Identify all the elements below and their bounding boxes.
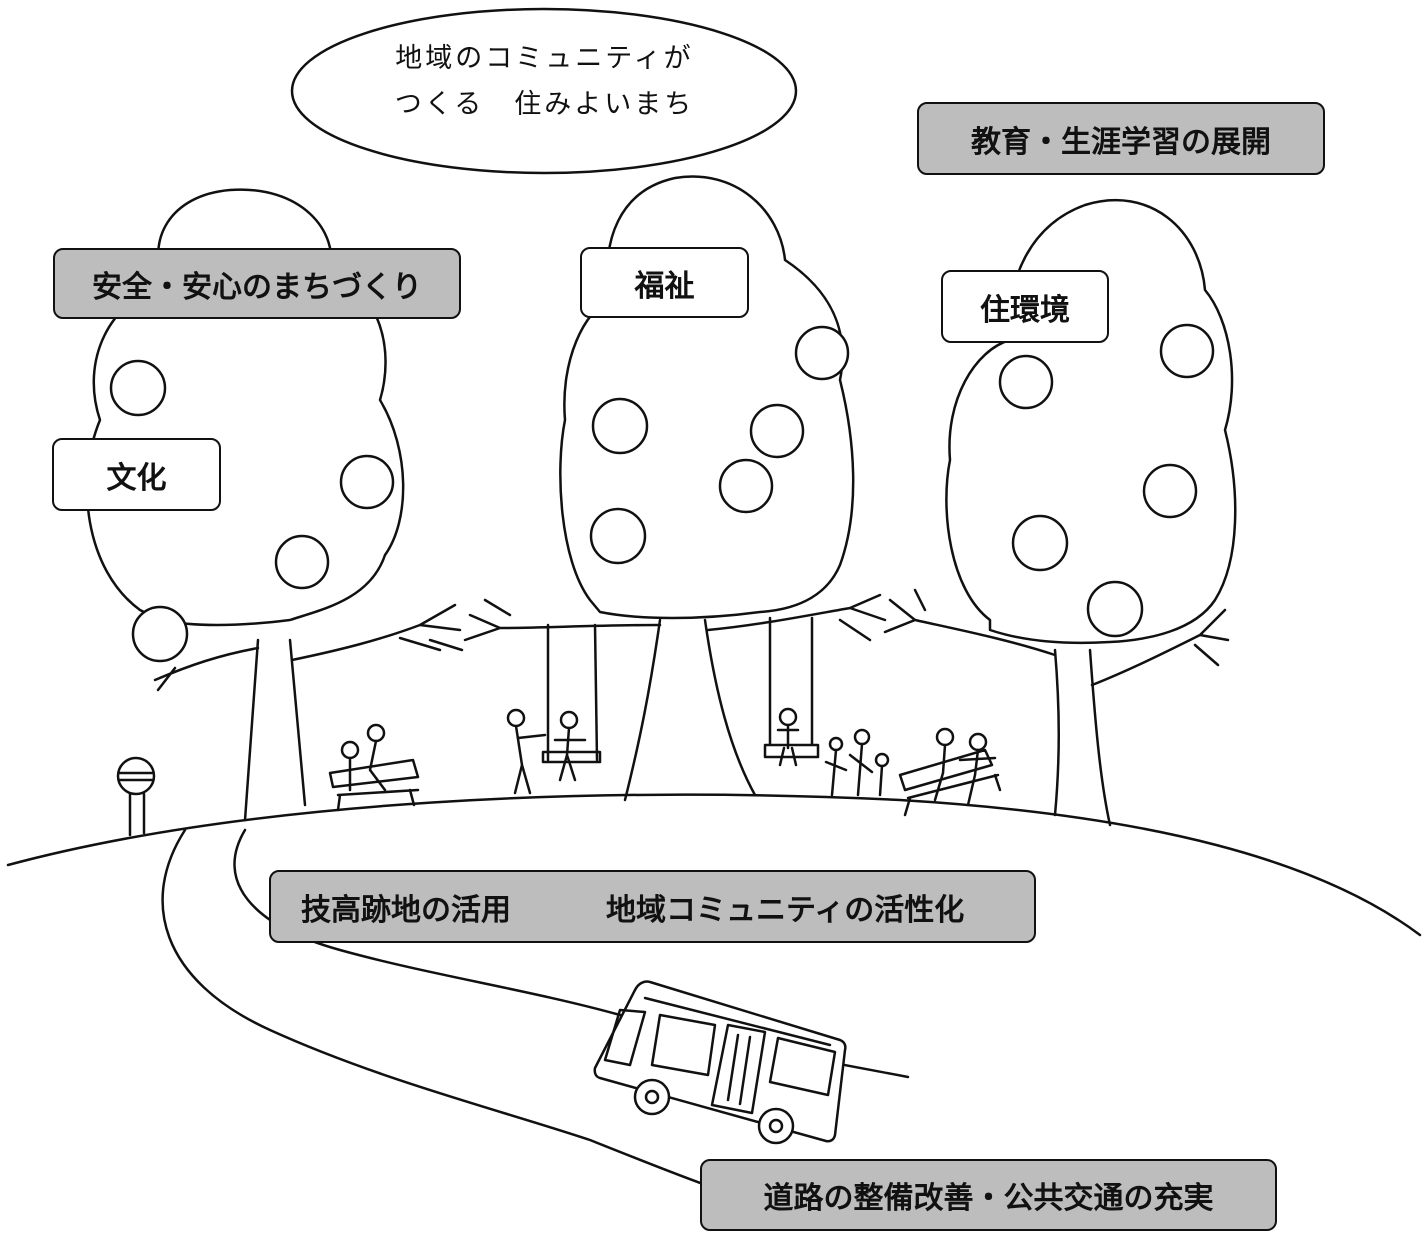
tree-left-trunk (243, 638, 307, 822)
bus-stop-sign (116, 756, 156, 837)
road-left-edge (161, 828, 722, 1192)
slogan-bubble (290, 7, 798, 175)
bus-illustration (593, 980, 847, 1145)
tree-center-trunk (623, 618, 757, 802)
tree-left-branch-right (290, 603, 464, 662)
label-community: 地域コミュニティの活性化 (606, 892, 965, 928)
slogan-line-2: つくる 住みよいまち (394, 89, 695, 120)
label-welfare: 福祉 (580, 247, 749, 318)
tree-right-branch-left (883, 588, 1057, 657)
swing-right (763, 616, 820, 759)
slogan: 地域のコミュニティが つくる 住みよいまち (292, 36, 797, 128)
label-education: 教育・生涯学習の展開 (917, 102, 1325, 175)
bench-right (898, 727, 1002, 817)
bench-left (328, 723, 420, 812)
label-culture: 文化 (52, 438, 221, 511)
label-safety: 安全・安心のまちづくり (53, 248, 461, 319)
tree-right-canopy (945, 199, 1237, 645)
slogan-line-1: 地域のコミュニティが (395, 43, 694, 74)
people-center (506, 707, 890, 797)
label-school-community: 技高跡地の活用 地域コミュニティの活性化 (269, 870, 1036, 943)
swing-left (541, 623, 602, 764)
label-housing: 住環境 (941, 270, 1109, 343)
tree-right-trunk (1053, 648, 1112, 827)
tree-center-branch-right (706, 593, 887, 642)
tree-center-branch-left (463, 598, 662, 642)
label-school-site: 技高跡地の活用 (301, 892, 511, 928)
label-roads: 道路の整備改善・公共交通の充実 (700, 1159, 1277, 1231)
hill (6, 793, 1422, 937)
tree-right-branch-right (1090, 608, 1230, 687)
tree-left-branch-left (153, 646, 260, 692)
